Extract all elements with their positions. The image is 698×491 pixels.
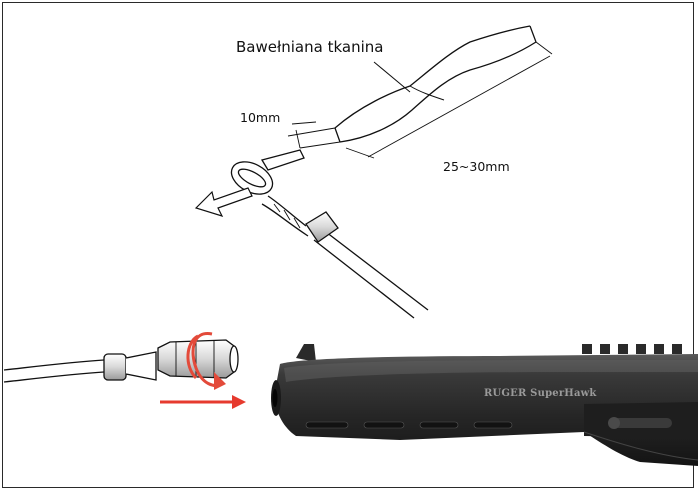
cleaning-rod-loop	[230, 149, 429, 319]
fabric-label: Bawełniana tkanina	[236, 38, 384, 56]
cleaning-rod-lower	[3, 339, 239, 383]
length-dimension-label: 25~30mm	[443, 159, 510, 174]
rotate-icon	[186, 332, 226, 390]
dimension-length	[345, 41, 553, 159]
width-dimension-label: 10mm	[240, 110, 281, 125]
pull-arrow-icon	[194, 187, 253, 217]
barrel-engraving: RUGER SuperHawk	[484, 388, 597, 399]
insert-arrow-icon	[160, 395, 246, 409]
fabric-leader-line	[373, 61, 411, 93]
pistol-barrel	[271, 344, 698, 466]
cotton-fabric-strip	[334, 25, 537, 143]
dimension-width	[287, 121, 341, 149]
